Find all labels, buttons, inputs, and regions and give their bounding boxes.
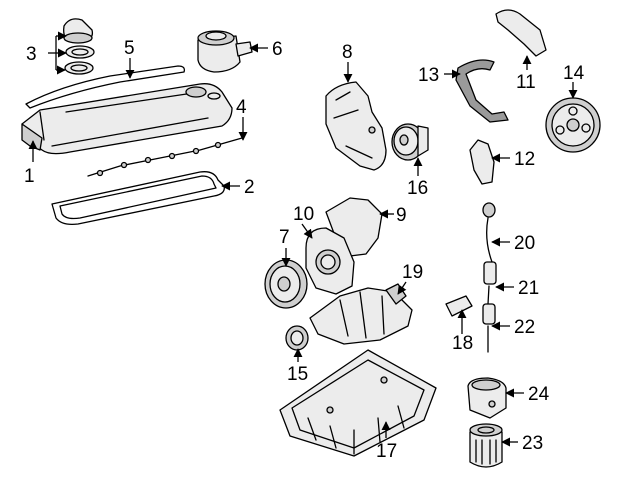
upper-timing-cover: [495, 9, 547, 57]
filler-cap-seal-lower-inner: [70, 64, 88, 72]
callout-6: 6: [272, 39, 283, 60]
timing-cover: [325, 81, 387, 171]
callout-23: 23: [522, 433, 543, 454]
cover-gasket-strip: [25, 65, 186, 109]
callout-21: 21: [518, 278, 539, 299]
callout-17: 17: [376, 441, 397, 462]
seal-plate: [305, 227, 355, 295]
valve-cover: [21, 83, 233, 155]
callout-18: 18: [452, 333, 473, 354]
callout-4: 4: [236, 97, 247, 118]
tensioner-pulley: [391, 123, 429, 161]
callout-13: 13: [418, 65, 439, 86]
callout-10: 10: [293, 204, 314, 225]
belt-tensioner: [469, 139, 495, 185]
leader-lines: [28, 31, 578, 447]
callout-7: 7: [279, 227, 290, 248]
oil-dipstick: [482, 202, 496, 263]
cover-gasket-with-bolts: [87, 137, 243, 177]
crankshaft-sprocket: [285, 325, 309, 351]
callout-14: 14: [563, 63, 585, 84]
dipstick-clip: [445, 295, 473, 317]
callout-24: 24: [528, 384, 550, 405]
oil-filter: [469, 423, 503, 468]
oil-pump-pickup: [309, 283, 413, 345]
oil-pan: [279, 349, 437, 457]
callout-11: 11: [516, 72, 536, 93]
dipstick-tube: [483, 261, 497, 305]
callout-8: 8: [342, 42, 353, 63]
oil-filler-cap: [63, 18, 94, 44]
callout-3: 3: [26, 44, 37, 65]
oil-filter-housing: [467, 377, 507, 419]
callout-22: 22: [514, 317, 535, 338]
timing-belt: [455, 59, 509, 123]
callout-15: 15: [287, 364, 308, 385]
callout-1: 1: [24, 166, 35, 187]
callout-5: 5: [124, 38, 135, 59]
callout-16: 16: [407, 178, 428, 199]
callout-labels: 3 5 6 1 4 2 8 13 11 14 12 16 9 10 7 19 2…: [24, 38, 585, 462]
cover-gasket-frame: [51, 171, 225, 226]
callout-12: 12: [514, 149, 535, 170]
callout-9: 9: [396, 205, 407, 226]
crankshaft-pulley: [264, 259, 308, 309]
dipstick-lower-tube: [482, 303, 496, 353]
filler-cap-seal-lower: [64, 61, 94, 75]
filler-cap-seal-upper: [65, 45, 95, 59]
callout-20: 20: [514, 233, 535, 254]
camshaft-sprocket: [545, 97, 601, 153]
callout-2: 2: [244, 177, 255, 198]
callout-19: 19: [402, 262, 423, 283]
oil-filler-neck: [197, 30, 253, 73]
filler-cap-seal-upper-inner: [71, 48, 89, 56]
